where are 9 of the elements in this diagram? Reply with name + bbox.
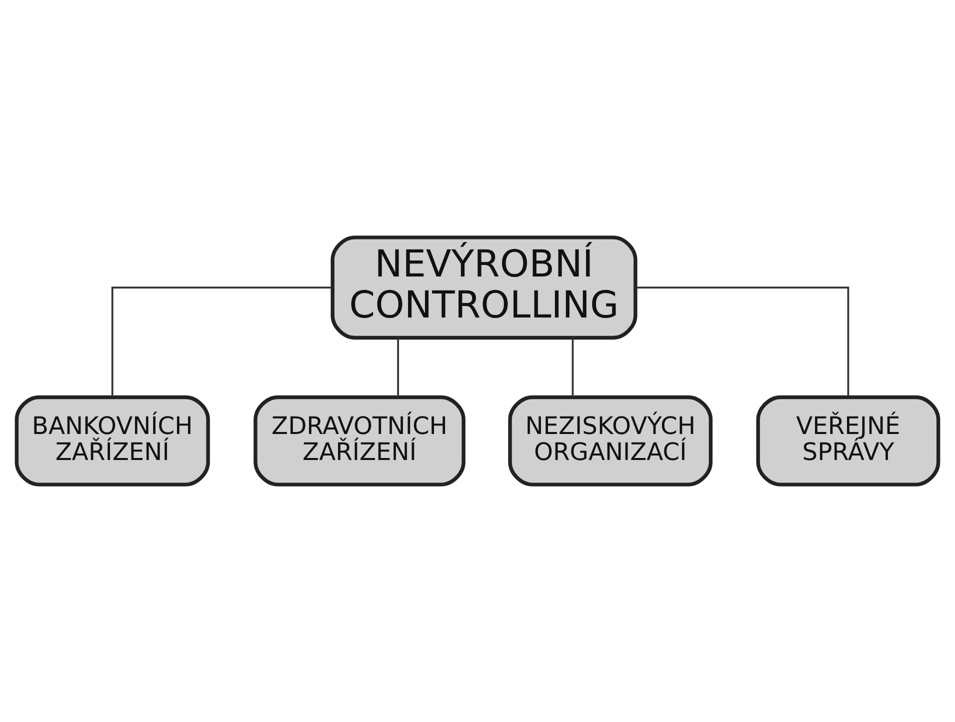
connector (111, 286, 332, 397)
node-box: NEVÝROBNÍ CONTROLLING (330, 236, 638, 340)
node-box: BANKOVNÍCH ZAŘÍZENÍ (14, 395, 210, 486)
node-box: VEŘEJNÉ SPRÁVY (756, 395, 940, 486)
connector (397, 338, 399, 397)
node-box: NEZISKOVÝCH ORGANIZACÍ (508, 395, 713, 486)
connector (636, 286, 850, 397)
node-box: ZDRAVOTNÍCH ZAŘÍZENÍ (254, 395, 466, 486)
connector (572, 338, 574, 397)
